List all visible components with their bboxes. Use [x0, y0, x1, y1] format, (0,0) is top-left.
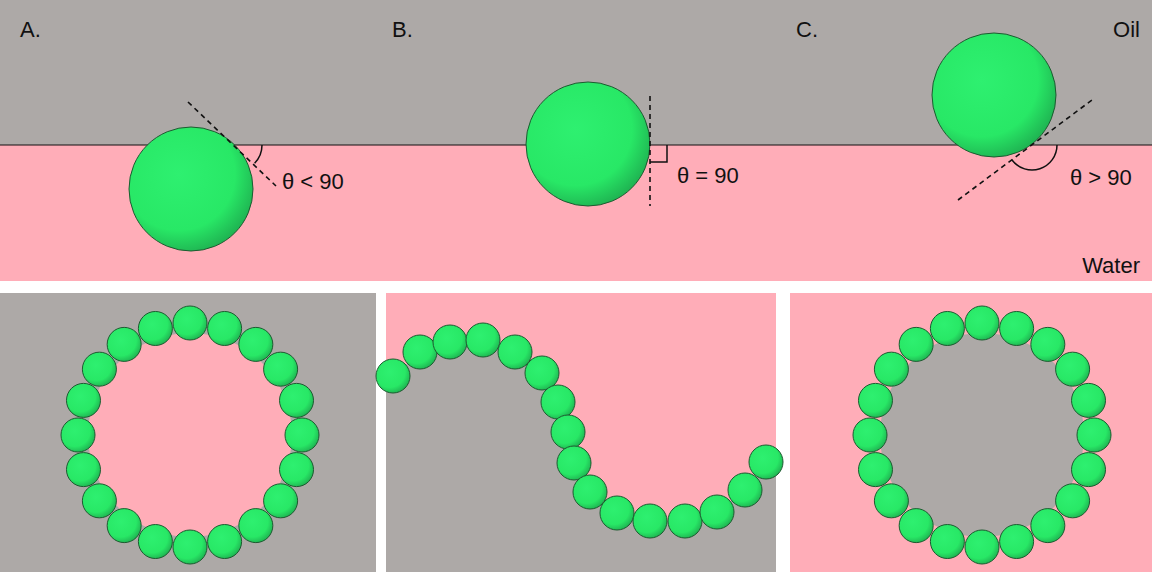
particle: [403, 335, 437, 369]
particle: [541, 385, 575, 419]
particle: [138, 311, 172, 345]
angle-label: θ < 90: [282, 170, 344, 194]
particle: [965, 306, 999, 340]
particle: [376, 359, 410, 393]
panel-letter: C.: [796, 18, 818, 42]
oil-region: [386, 340, 776, 572]
particle: [82, 484, 116, 518]
particle: [264, 484, 298, 518]
oil-panel: [0, 293, 376, 572]
particle: [66, 453, 100, 487]
particle: [551, 415, 585, 449]
particle: [1056, 484, 1090, 518]
tangent-line: [649, 96, 651, 206]
particle: [600, 496, 634, 530]
angle-arc: [255, 145, 262, 163]
particle: [208, 311, 242, 345]
particle: [285, 418, 319, 452]
particle: [107, 509, 141, 543]
particle: [874, 484, 908, 518]
particle: [66, 383, 100, 417]
particle: [1077, 418, 1111, 452]
water-panel: [790, 293, 1152, 572]
particle: [899, 327, 933, 361]
particle: [82, 352, 116, 386]
particle: [930, 525, 964, 559]
particle: [557, 446, 591, 480]
particle: [930, 311, 964, 345]
particle: [749, 445, 783, 479]
particle: [280, 453, 314, 487]
water-droplet: [88, 333, 292, 537]
angle-label: θ > 90: [1070, 166, 1132, 190]
particle: [668, 504, 702, 538]
particle: [932, 33, 1056, 157]
particle: [138, 525, 172, 559]
particle: [1031, 327, 1065, 361]
particle: [1000, 311, 1034, 345]
particle: [173, 306, 207, 340]
particle: [1072, 383, 1106, 417]
particle: [239, 509, 273, 543]
particle: [466, 323, 500, 357]
particle: [61, 418, 95, 452]
particle: [264, 352, 298, 386]
particle: [239, 327, 273, 361]
angle-label: θ = 90: [677, 164, 739, 188]
tangent-line: [188, 102, 276, 186]
particle: [1056, 352, 1090, 386]
particle: [280, 383, 314, 417]
oil-droplet: [880, 333, 1084, 537]
particle: [700, 495, 734, 529]
particle: [1000, 525, 1034, 559]
particle: [173, 530, 207, 564]
particle: [1072, 453, 1106, 487]
particle: [858, 383, 892, 417]
particle: [899, 509, 933, 543]
particle: [633, 504, 667, 538]
panel-letter: B.: [392, 18, 413, 42]
particle: [573, 475, 607, 509]
phase-label: Water: [1082, 254, 1140, 278]
particle: [498, 335, 532, 369]
particle: [526, 82, 650, 206]
water-panel: [386, 293, 776, 572]
particle: [728, 473, 762, 507]
particle: [107, 327, 141, 361]
particle: [853, 418, 887, 452]
particle: [1031, 509, 1065, 543]
particle: [525, 356, 559, 390]
particle: [858, 453, 892, 487]
particle: [874, 352, 908, 386]
particle: [433, 325, 467, 359]
particle: [965, 530, 999, 564]
particle: [208, 525, 242, 559]
phase-label: Oil: [1113, 18, 1140, 42]
angle-arc: [1012, 145, 1057, 170]
panel-letter: A.: [20, 18, 41, 42]
right-angle-mark: [650, 145, 667, 162]
